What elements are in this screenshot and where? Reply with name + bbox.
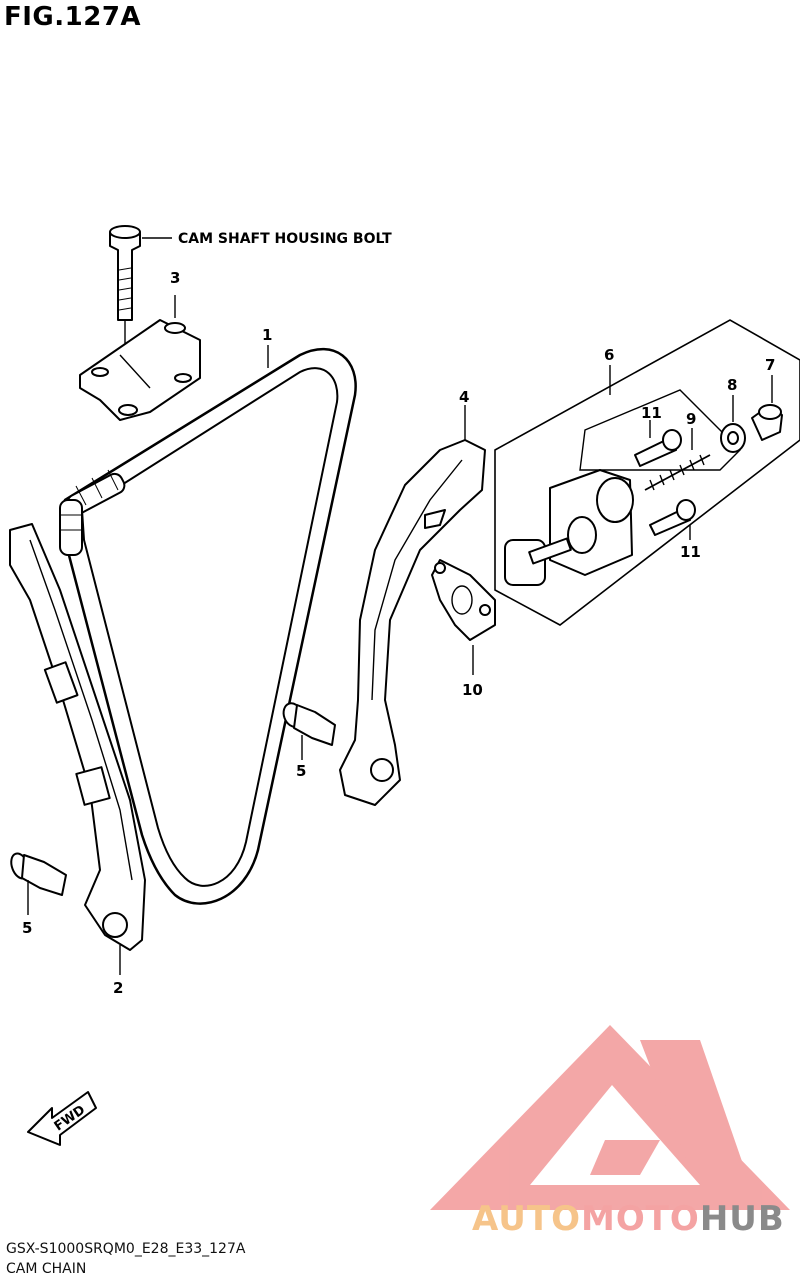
callout-10: 10 <box>462 681 483 699</box>
callout-2: 2 <box>113 979 123 997</box>
callout-11-upper: 11 <box>641 404 662 422</box>
part-8-washer <box>720 395 746 453</box>
part-1-cam-chain <box>59 348 357 905</box>
watermark-auto: AUTO <box>472 1199 581 1239</box>
part-5-pin-left <box>10 852 67 915</box>
part-10-gasket <box>431 559 496 675</box>
callout-4: 4 <box>459 388 469 406</box>
callout-5-left: 5 <box>22 919 32 937</box>
watermark-moto: MOTO <box>581 1199 700 1239</box>
figure-code: GSX-S1000SRQM0_E28_E33_127A <box>6 1241 246 1257</box>
watermark-logo <box>430 1025 790 1210</box>
fwd-arrow-icon: FWD <box>27 1091 97 1146</box>
callout-11-lower: 11 <box>680 543 701 561</box>
callout-7: 7 <box>765 356 775 374</box>
callout-3: 3 <box>170 269 180 287</box>
part-3-housing <box>79 295 201 421</box>
figure-name: CAM CHAIN <box>6 1261 87 1277</box>
part-7-plug <box>751 375 783 441</box>
callout-5-right: 5 <box>296 762 306 780</box>
part-4-tensioner-arm <box>339 405 486 806</box>
part-5-pin-right <box>282 702 336 760</box>
part-11-bolt-lower <box>649 499 696 540</box>
callout-6: 6 <box>604 346 614 364</box>
figure-title: FIG.127A <box>4 2 142 32</box>
callout-1: 1 <box>262 326 272 344</box>
cam-shaft-housing-bolt-label: CAM SHAFT HOUSING BOLT <box>178 231 392 247</box>
watermark-text: AUTOMOTOHUB <box>472 1199 785 1239</box>
part-9-spring <box>644 428 711 491</box>
part-2-chain-guide <box>9 523 146 951</box>
chain-links <box>59 469 126 556</box>
callout-8: 8 <box>727 376 737 394</box>
callout-9: 9 <box>686 410 696 428</box>
part-11-bolt-upper <box>634 420 682 467</box>
part-6-tensioner-assembly-box <box>494 319 800 626</box>
watermark-hub: HUB <box>700 1199 785 1239</box>
